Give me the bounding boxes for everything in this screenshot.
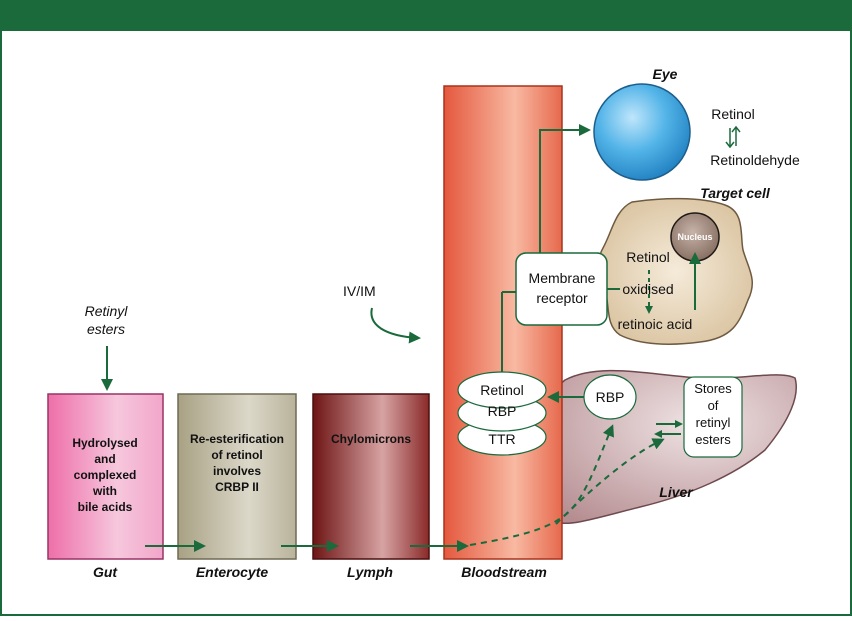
liver-label: Liver [659,484,694,500]
bloodstream-label: Bloodstream [461,564,547,580]
enterocyte-box [177,393,297,560]
eye-shape [593,83,691,181]
ivim-label: IV/IM [343,283,376,299]
membrane-receptor-line1: Membrane [529,270,596,286]
complex-retinol-label: Retinol [480,382,524,398]
liver-rbp-ellipse [583,374,637,420]
cell-retinoic-acid: retinoic acid [618,316,693,332]
blood-to-stores-dashed-arrow [555,438,665,525]
complex-ttr-label: TTR [488,431,515,447]
enterocyte-text-4: CRBP II [215,480,259,494]
liver-rbp-label: RBP [596,389,625,405]
membrane-receptor-box [515,252,608,326]
cell-retinol: Retinol [626,249,670,265]
frame-border [0,29,852,616]
complex-rbp-label: RBP [488,403,517,419]
ivim-arrow [370,307,421,344]
gut-label: Gut [93,564,118,580]
enterocyte-text-2: of retinol [211,448,262,462]
cell-oxidised: oxidised [622,281,673,297]
lymph-text-1: Chylomicrons [331,432,411,446]
lymph-box [312,393,430,560]
eye-retinoldehyde: Retinoldehyde [710,152,800,168]
nucleus-label: Nucleus [677,232,712,242]
membrane-receptor-line2: receptor [536,290,588,306]
gut-text-4: with [92,484,117,498]
gut-text-3: complexed [74,468,137,482]
enterocyte-label: Enterocyte [196,564,269,580]
stores-line-3: retinyl [696,415,731,430]
gut-text-2: and [94,452,115,466]
retinyl-esters-label-2: esters [87,321,125,337]
retinol-retinaldehyde-equilibrium-icon [725,125,741,149]
stores-line-1: Stores [694,381,732,396]
receptor-to-eye-arrow [539,124,591,253]
retinyl-esters-label-1: Retinyl [85,303,129,319]
stores-line-2: of [708,398,719,413]
target-cell-label: Target cell [700,185,771,201]
enterocyte-text-3: involves [213,464,261,478]
gut-text-1: Hydrolysed [72,436,137,450]
lymph-label: Lymph [347,564,393,580]
title-bar [0,0,852,30]
eye-label: Eye [653,66,678,82]
gut-box [47,393,164,560]
eye-retinol: Retinol [711,106,755,122]
gut-text-5: bile acids [78,500,133,514]
stores-box [683,376,743,458]
stores-line-4: esters [695,432,731,447]
enterocyte-text-1: Re-esterification [190,432,284,446]
